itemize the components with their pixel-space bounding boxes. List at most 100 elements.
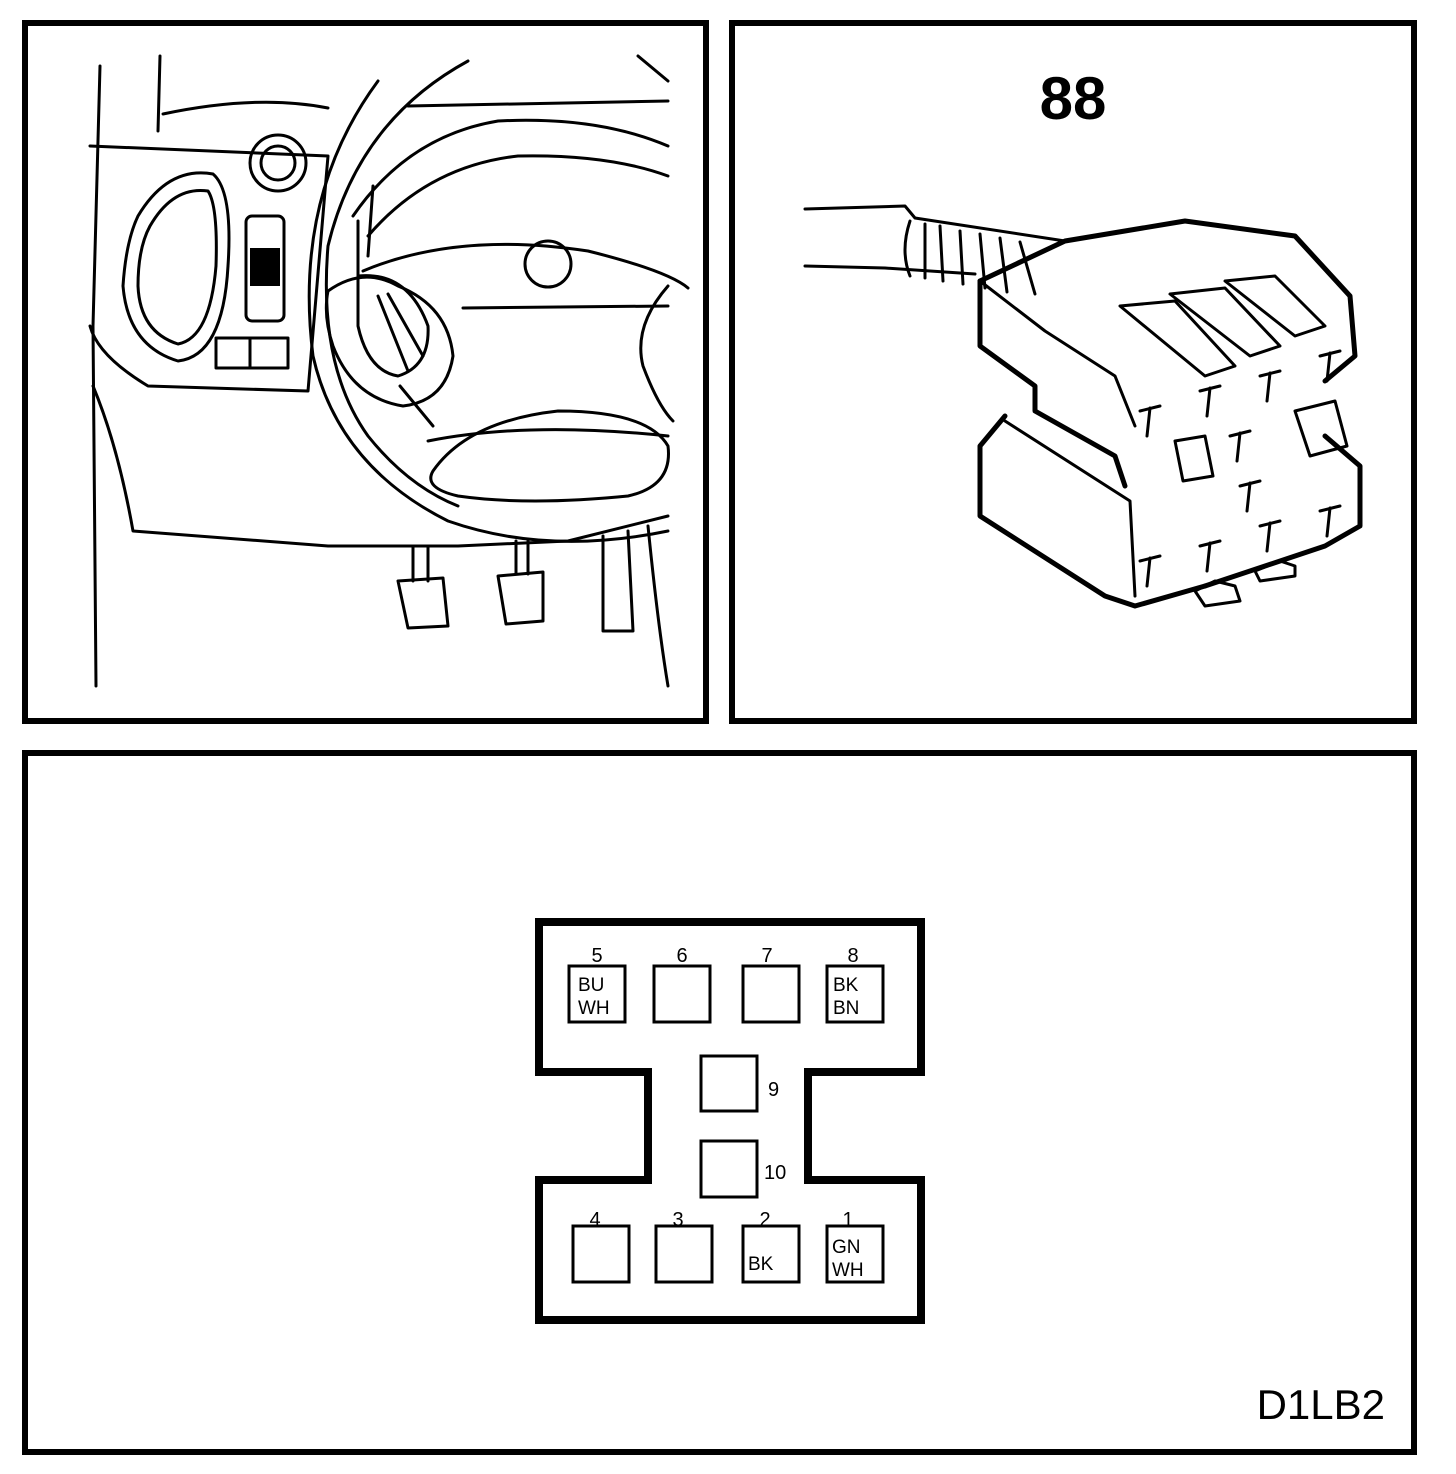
connector-number: 88 bbox=[1039, 65, 1107, 132]
switch-housing bbox=[244, 214, 286, 323]
latch-slot-3 bbox=[1223, 274, 1327, 338]
cluster-hood-top bbox=[351, 118, 670, 218]
pin-cavity bbox=[741, 1224, 801, 1284]
pin-number: 4 bbox=[589, 1209, 600, 1231]
terminal-cavity bbox=[1258, 519, 1282, 553]
pin-5: 5 BU WH bbox=[567, 945, 627, 1024]
terminal-cavity bbox=[1318, 504, 1342, 538]
pin-cavity bbox=[825, 964, 885, 1024]
terminal-cavity bbox=[1138, 554, 1162, 588]
bottom-clip-2 bbox=[1253, 559, 1297, 583]
connector-drawing bbox=[803, 204, 1363, 609]
pin-number: 2 bbox=[759, 1209, 770, 1231]
pillar-inner-line bbox=[156, 54, 162, 133]
wheel-spoke-left bbox=[324, 275, 455, 408]
wire-color-2: WH bbox=[832, 1260, 864, 1281]
lower-spoke-outer bbox=[429, 409, 670, 503]
console-line bbox=[646, 524, 670, 688]
wire-color-1: BK bbox=[833, 975, 859, 996]
pin-cavity bbox=[825, 1224, 885, 1284]
stalk-lines bbox=[376, 292, 425, 373]
terminal-cavity bbox=[1198, 384, 1222, 418]
latch-slot-1 bbox=[1118, 299, 1237, 378]
pin-3: 3 bbox=[654, 1209, 714, 1284]
terminal-cavity bbox=[1318, 349, 1342, 383]
pin-number: 6 bbox=[676, 945, 687, 967]
pin-7: 7 bbox=[741, 945, 801, 1024]
pin-8: 8 BK BN bbox=[825, 945, 885, 1024]
pin-cavity bbox=[699, 1054, 759, 1113]
steering-wheel-outer bbox=[307, 79, 670, 543]
center-slot bbox=[1173, 434, 1215, 483]
figure-code: D1LB2 bbox=[1256, 1381, 1385, 1428]
switch-highlight bbox=[250, 248, 280, 286]
wire-color-1: BK bbox=[748, 1254, 774, 1275]
pedal-left bbox=[396, 576, 450, 630]
horn-pad-line bbox=[461, 304, 670, 310]
dashboard-illustration bbox=[88, 54, 690, 688]
terminal-cavity bbox=[1228, 429, 1252, 463]
pedal-middle-arm bbox=[514, 539, 530, 576]
horn-center-circle bbox=[523, 239, 573, 289]
wire-color-2: WH bbox=[578, 998, 610, 1019]
latch-slot-2 bbox=[1168, 286, 1282, 358]
side-slot bbox=[1293, 399, 1349, 458]
terminal-cavity bbox=[1238, 479, 1262, 513]
pin-cavity bbox=[571, 1224, 631, 1284]
pin-9: 9 bbox=[699, 1054, 779, 1113]
bottom-clip-1 bbox=[1193, 579, 1242, 608]
pin-6: 6 bbox=[652, 945, 712, 1024]
pin-cavity bbox=[567, 964, 627, 1024]
wire-color-1: GN bbox=[832, 1237, 861, 1258]
dashboard-location-panel bbox=[22, 20, 709, 724]
pin-cavity bbox=[654, 1224, 714, 1284]
connector-right-outline bbox=[1202, 433, 1363, 589]
connector-lower-edge bbox=[1003, 419, 1137, 598]
cluster-hood-side bbox=[356, 184, 375, 283]
pin-2: 2 BK bbox=[741, 1209, 801, 1284]
pin-number: 9 bbox=[768, 1079, 779, 1101]
dash-top-contour bbox=[161, 54, 670, 116]
pin-cavity bbox=[699, 1139, 759, 1199]
terminal-cavity bbox=[1258, 369, 1282, 403]
pin-number: 10 bbox=[764, 1162, 786, 1184]
cluster-hood-inner bbox=[366, 154, 670, 238]
harness-bottom-line bbox=[803, 264, 977, 276]
connector-top-outline bbox=[977, 218, 1358, 384]
pin-number: 1 bbox=[842, 1209, 853, 1231]
connector-lower-body bbox=[977, 413, 1208, 609]
stalk-lower-line bbox=[398, 384, 435, 428]
pin-number: 8 bbox=[847, 945, 858, 967]
pin-4: 4 bbox=[571, 1209, 631, 1284]
left-vent-inner bbox=[136, 188, 218, 346]
pin-number: 3 bbox=[672, 1209, 683, 1231]
left-vent-outer bbox=[121, 171, 231, 363]
lower-dash-edge bbox=[91, 384, 670, 548]
terminal-cavity bbox=[1138, 404, 1162, 438]
round-knob-inner bbox=[259, 144, 297, 182]
connector-left-outline bbox=[977, 278, 1128, 489]
wire-color-2: BN bbox=[833, 998, 859, 1019]
pinout-panel: 5 BU WH 6 7 8 BK BN 9 10 4 bbox=[22, 750, 1417, 1455]
pin-cavity bbox=[741, 964, 801, 1024]
pin-number: 5 bbox=[591, 945, 602, 967]
terminal-cavity bbox=[1198, 539, 1222, 573]
spoke-inner bbox=[356, 274, 430, 378]
pin-cavity bbox=[652, 964, 712, 1024]
connector-illustration-panel: 88 bbox=[729, 20, 1417, 724]
pedal-left-arm bbox=[411, 544, 430, 583]
connector-top-edge bbox=[978, 279, 1137, 428]
pedal-middle bbox=[496, 570, 545, 626]
pin-1: 1 GN WH bbox=[825, 1209, 885, 1284]
pin-10: 10 bbox=[699, 1139, 786, 1199]
pin-number: 7 bbox=[761, 945, 772, 967]
horn-pad-right bbox=[639, 284, 675, 423]
pedal-right bbox=[601, 529, 635, 633]
left-dash-pod bbox=[88, 144, 330, 393]
lower-spoke-top bbox=[426, 428, 670, 443]
wire-strands bbox=[903, 219, 1037, 296]
terminal-cavities bbox=[1138, 349, 1342, 588]
lower-switch-block bbox=[214, 336, 290, 370]
wire-color-1: BU bbox=[578, 975, 604, 996]
pinout-diagram: 5 BU WH 6 7 8 BK BN 9 10 4 bbox=[535, 918, 925, 1324]
